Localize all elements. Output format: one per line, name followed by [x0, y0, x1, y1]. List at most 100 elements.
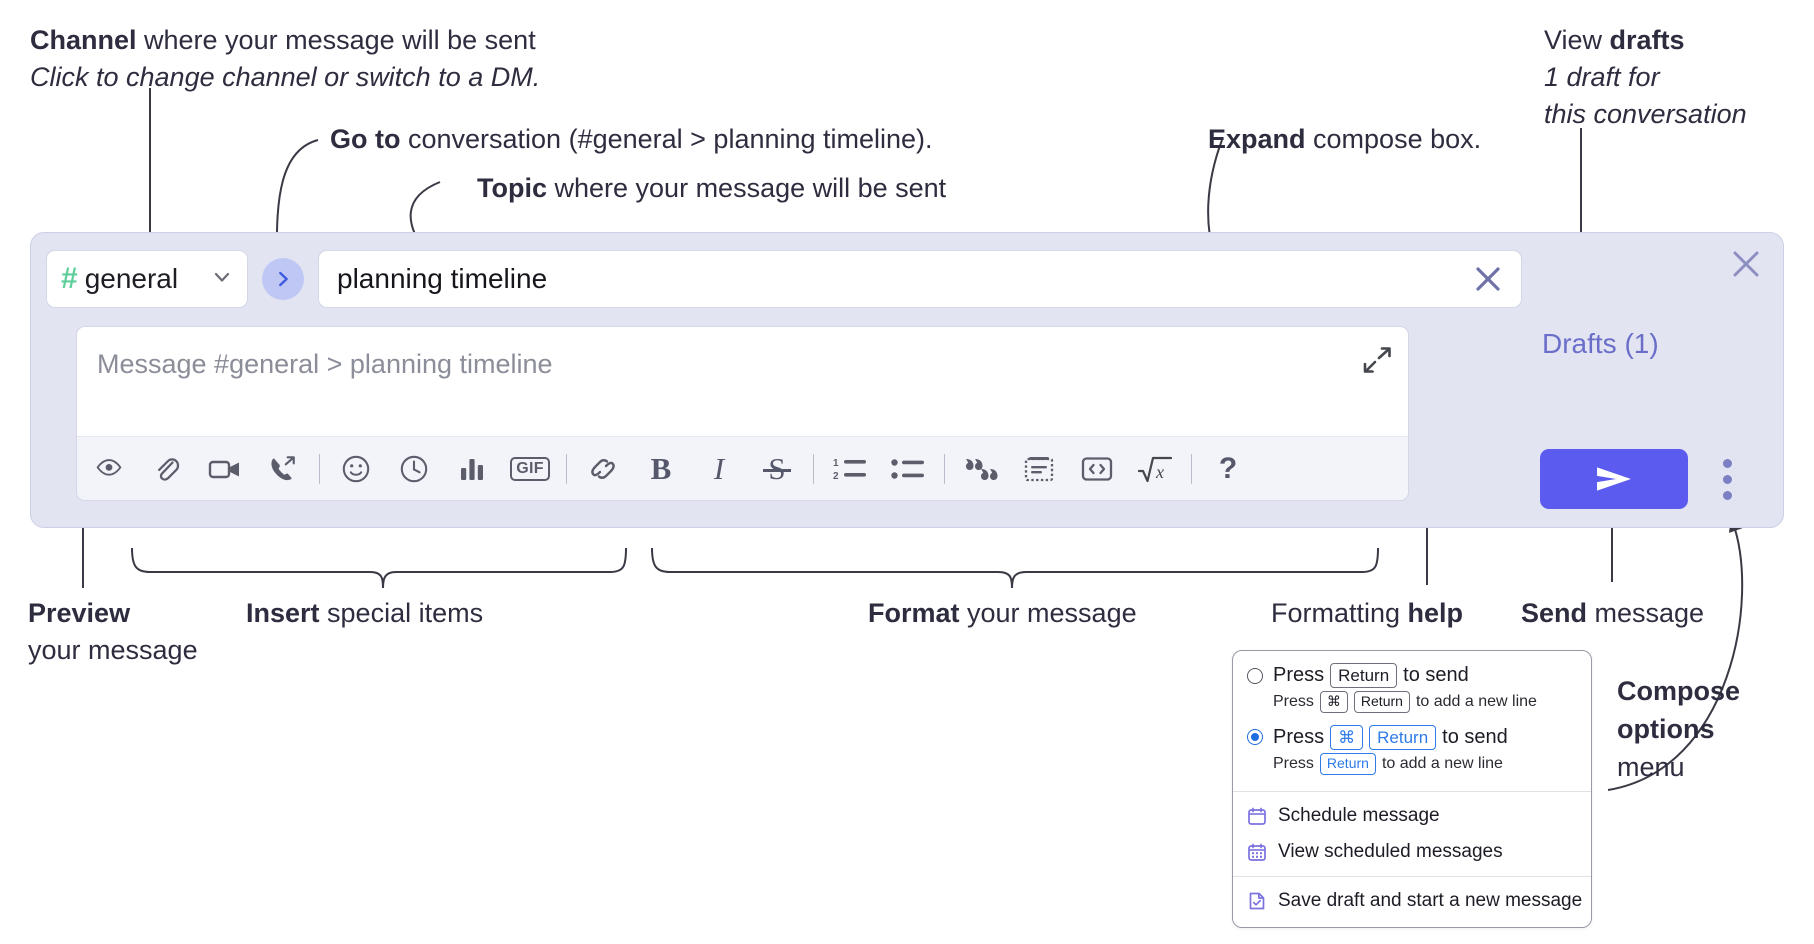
svg-text:1: 1: [833, 458, 839, 469]
annotation-topic-bold: Topic: [477, 173, 547, 203]
topic-clear-close-icon[interactable]: [1471, 262, 1505, 296]
channel-name: general: [84, 263, 179, 294]
svg-text:2: 2: [833, 471, 839, 482]
topic-value[interactable]: planning timeline: [337, 263, 548, 294]
preview-icon[interactable]: [85, 445, 133, 493]
sub-tail: to add a new line: [1381, 754, 1503, 772]
code-block-icon[interactable]: [1015, 445, 1063, 493]
math-icon[interactable]: x: [1131, 445, 1179, 493]
channel-selector[interactable]: # general: [46, 250, 248, 308]
annotation-preview-line2: your message: [28, 635, 198, 665]
message-input-card: Message #general > planning timeline: [76, 326, 1409, 501]
menu-item-schedule-message[interactable]: Schedule message: [1233, 798, 1591, 834]
option-return-subtext: Press ⌘ Return to add a new line: [1233, 688, 1591, 719]
annotation-goto-rest: conversation (#general > planning timeli…: [400, 124, 933, 154]
attachment-icon[interactable]: [143, 445, 191, 493]
toolbar-separator: [319, 453, 320, 484]
drafts-link[interactable]: Drafts (1): [1542, 328, 1659, 359]
key-return: Return: [1353, 691, 1410, 713]
help-label: ?: [1218, 451, 1238, 485]
hash-icon: #: [61, 262, 78, 295]
annotation-format: Format your message: [868, 598, 1137, 630]
annotation-goto-bold: Go to: [330, 124, 401, 154]
calendar-schedule-icon: [1247, 806, 1267, 826]
toolbar-separator: [813, 453, 814, 484]
annotation-help-bold: help: [1407, 598, 1464, 628]
option-cmd-press: Press: [1273, 725, 1325, 748]
menu-item-view-scheduled-messages[interactable]: View scheduled messages: [1233, 834, 1591, 870]
annotation-topic: Topic where your message will be sent: [477, 173, 946, 205]
italic-label: I: [713, 450, 725, 486]
blockquote-icon[interactable]: [957, 445, 1005, 493]
annotation-send-bold: Send: [1521, 598, 1588, 628]
option-return-press: Press: [1273, 664, 1325, 687]
annotation-goto: Go to conversation (#general > planning …: [330, 124, 933, 156]
ordered-list-icon[interactable]: 1 2: [826, 445, 874, 493]
strikethrough-glyph: S: [768, 450, 786, 486]
annotation-compose-options-line2: options: [1617, 714, 1715, 744]
annotation-drafts-line3: this conversation: [1544, 99, 1747, 129]
annotation-insert-rest: special items: [319, 598, 484, 628]
menu-item-label: Save draft and start a new message: [1278, 889, 1583, 911]
annotation-drafts-line1: View drafts: [1544, 25, 1685, 57]
strikethrough-icon[interactable]: S: [753, 445, 801, 493]
menu-divider: [1233, 790, 1591, 792]
option-cmd-return-text: Press ⌘ Return to send: [1273, 724, 1508, 750]
video-camera-icon[interactable]: [201, 445, 249, 493]
goto-conversation-button[interactable]: [262, 258, 304, 300]
option-cmd-tail: to send: [1442, 725, 1508, 748]
send-paper-plane-icon: [1597, 467, 1631, 491]
close-icon[interactable]: [1729, 247, 1763, 281]
sub-tail: to add a new line: [1415, 693, 1537, 710]
annotation-insert: Insert special items: [246, 598, 483, 630]
annotation-channel-rest: where your message will be sent: [136, 25, 536, 55]
annotation-drafts-bold: drafts: [1609, 25, 1685, 55]
radio-selected-icon[interactable]: [1247, 729, 1263, 746]
annotation-help-rest: Formatting: [1271, 598, 1408, 628]
compose-options-menu: Press Return to send Press ⌘ Return to a…: [1232, 650, 1592, 928]
annotation-channel-subtitle: Click to change channel or switch to a D…: [30, 62, 541, 92]
poll-bars-icon[interactable]: [448, 445, 496, 493]
toolbar-separator: [944, 453, 945, 484]
annotation-compose-options-line3: menu: [1617, 752, 1685, 782]
annotation-drafts-line2: 1 draft for: [1544, 62, 1660, 92]
option-cmd-return-subtext: Press Return to add a new line: [1233, 750, 1591, 781]
radio-unselected-icon[interactable]: [1247, 667, 1263, 684]
key-command-icon: ⌘: [1330, 724, 1364, 750]
option-press-return-to-send[interactable]: Press Return to send: [1233, 661, 1591, 689]
compose-header-row: # general planning timeline: [46, 250, 1522, 308]
annotation-expand-bold: Expand: [1208, 124, 1306, 154]
annotation-preview-line1: Preview: [28, 598, 130, 630]
italic-icon[interactable]: I: [695, 445, 743, 493]
annotation-format-bold: Format: [868, 598, 960, 628]
annotation-expand-rest: compose box.: [1305, 124, 1482, 154]
option-return-tail: to send: [1403, 664, 1469, 687]
bulleted-list-icon[interactable]: [884, 445, 932, 493]
key-command-icon: ⌘: [1319, 691, 1348, 713]
expand-icon[interactable]: [1362, 345, 1392, 375]
link-icon[interactable]: [579, 445, 627, 493]
option-press-cmd-return-to-send[interactable]: Press ⌘ Return to send: [1233, 719, 1591, 750]
toolbar-separator: [566, 453, 567, 484]
menu-item-save-draft[interactable]: Save draft and start a new message: [1233, 883, 1591, 919]
annotation-send: Send message: [1521, 598, 1704, 630]
chevron-down-icon: [211, 266, 233, 293]
emoji-icon[interactable]: [332, 445, 380, 493]
annotation-insert-bold: Insert: [246, 598, 320, 628]
help-icon[interactable]: ?: [1204, 445, 1252, 493]
clock-icon[interactable]: [390, 445, 438, 493]
topic-field[interactable]: planning timeline: [318, 250, 1522, 308]
phone-forward-icon[interactable]: [259, 445, 307, 493]
compose-options-kebab-more-vertical-icon[interactable]: [1715, 455, 1739, 503]
annotation-format-rest: your message: [959, 598, 1137, 628]
toolbar-separator: [1191, 453, 1192, 484]
sub-press: Press: [1273, 754, 1314, 772]
send-button[interactable]: [1540, 449, 1688, 509]
formatting-toolbar: GIF B I S: [77, 436, 1408, 500]
code-inline-icon[interactable]: [1073, 445, 1121, 493]
message-input[interactable]: Message #general > planning timeline: [97, 349, 553, 379]
gif-icon[interactable]: GIF: [506, 445, 554, 493]
bold-icon[interactable]: B: [637, 445, 685, 493]
save-draft-icon: [1247, 891, 1267, 911]
send-shortcut-options: Press Return to send Press ⌘ Return to a…: [1233, 651, 1591, 791]
